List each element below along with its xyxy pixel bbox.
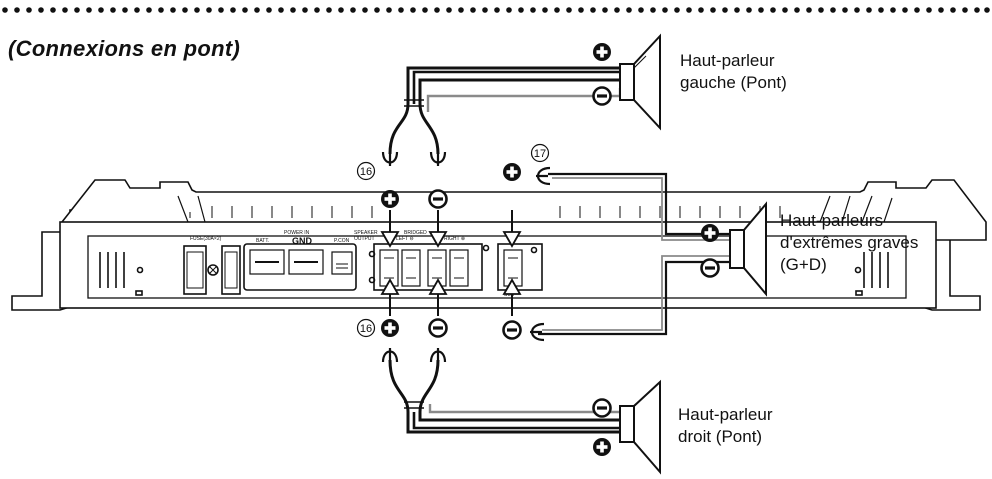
right-speaker-icon <box>619 379 661 475</box>
dotted-top-border <box>2 7 990 13</box>
left-speaker-line2: gauche (Pont) <box>680 73 787 92</box>
plus-icon <box>593 438 611 456</box>
amp-fuse-label: FUSE(30A×2) <box>190 236 222 242</box>
sub-fork-bottom <box>530 322 545 342</box>
subwoofer-line3: (G+D) <box>780 255 827 274</box>
page-title: (Connexions en pont) <box>8 36 241 61</box>
left-speaker-label: Haut-parleur gauche (Pont) <box>680 50 787 94</box>
callout-16-top: 16 <box>356 161 376 181</box>
subwoofer-speaker-icon <box>729 201 767 297</box>
wire-left-speaker <box>388 66 622 155</box>
amp-sub-label: SUB <box>504 292 515 298</box>
right-speaker-line1: Haut-parleur <box>678 405 773 424</box>
amp-batt-label: BATT. <box>256 238 269 244</box>
minus-icon <box>700 258 720 278</box>
amp-right-plus-label: RIGHT ⊕ <box>444 236 465 242</box>
callout-16-bottom: 16 <box>356 318 376 338</box>
wire-subwoofer <box>538 172 730 336</box>
minus-icon <box>592 398 612 418</box>
plus-icon <box>593 43 611 61</box>
plus-icon <box>381 190 399 208</box>
amplifier <box>11 179 987 311</box>
left-speaker-line1: Haut-parleur <box>680 51 775 70</box>
amp-bridged-label: BRIDGED <box>404 230 427 236</box>
right-speaker-label: Haut-parleur droit (Pont) <box>678 404 773 448</box>
plus-icon <box>381 319 399 337</box>
subwoofer-label: Haut-parleurs d'extrêmes graves (G+D) <box>780 210 918 276</box>
sub-fork-top <box>536 166 551 186</box>
left-speaker-icon <box>619 33 661 131</box>
amp-output-label: OUTPUT <box>354 236 375 242</box>
minus-icon <box>428 318 448 338</box>
subwoofer-line2: d'extrêmes graves <box>780 233 919 252</box>
subwoofer-line1: Haut-parleurs <box>780 211 883 230</box>
amp-left-minus-label: LEFT ⊖ <box>396 236 414 242</box>
wire-right-speaker <box>388 359 620 434</box>
minus-icon <box>592 86 612 106</box>
amp-speaker-label: SPEAKER <box>354 230 378 236</box>
amp-gnd-label: GND <box>292 236 313 246</box>
svg-text:16: 16 <box>360 166 372 178</box>
plus-icon <box>503 163 521 181</box>
right-speaker-line2: droit (Pont) <box>678 427 763 446</box>
plus-icon <box>701 224 719 242</box>
minus-icon <box>502 320 522 340</box>
minus-icon <box>428 189 448 209</box>
amp-power-in-label: POWER IN <box>284 230 310 236</box>
svg-text:17: 17 <box>534 148 546 160</box>
amp-pcon-label: P.CON <box>334 238 350 244</box>
svg-text:16: 16 <box>360 323 372 335</box>
callout-17: 17 <box>530 143 550 163</box>
